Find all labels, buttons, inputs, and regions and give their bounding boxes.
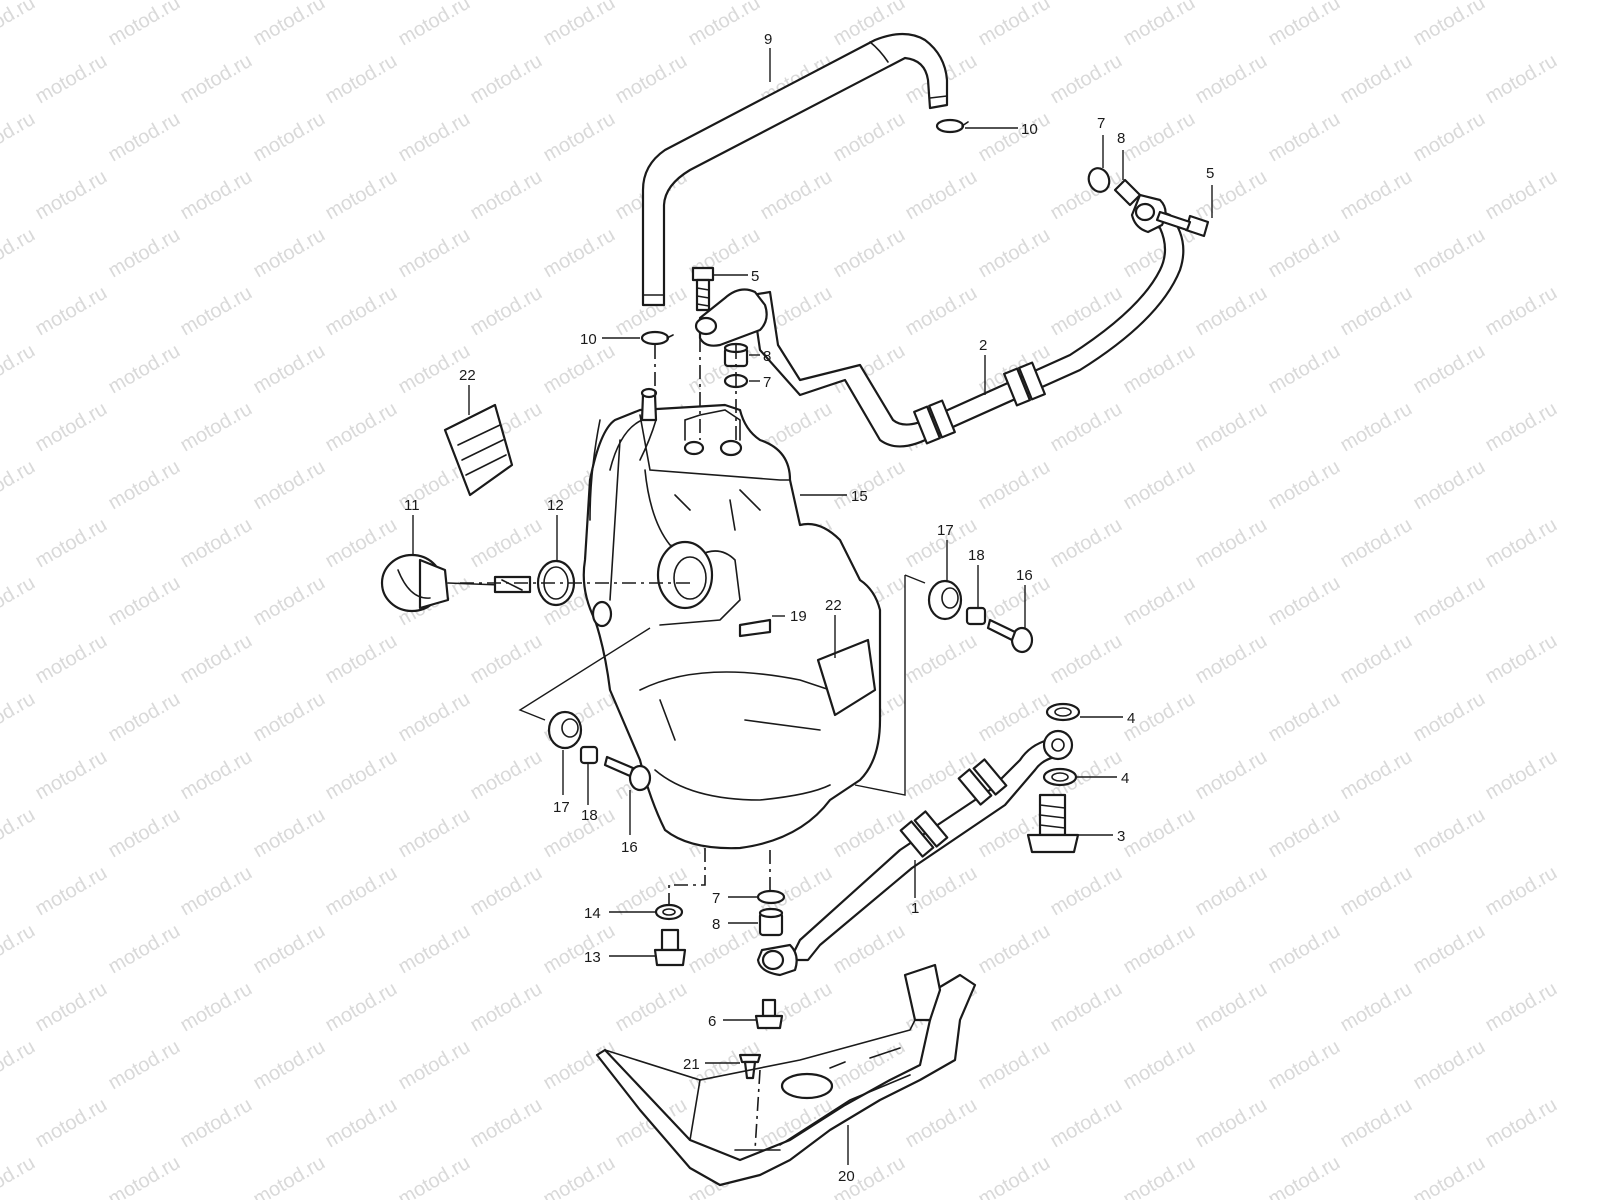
callout-14: 14 [584,905,601,922]
drain-bolt [653,928,687,967]
mount-cushion-right [927,579,963,621]
callout-15: 15 [851,488,868,505]
callout-leaders [412,48,1213,1165]
callout-16-right: 16 [1016,567,1033,584]
callout-18-left: 18 [581,807,598,824]
callout-8-lower: 8 [712,916,720,933]
banjo-fitting-upper-left [694,288,768,347]
fuel-cap [380,553,532,613]
filter-collar-lower [758,907,784,937]
banjo-fitting-upper-right [1130,193,1167,234]
callout-labels: 9 10 7 8 5 5 10 8 7 2 22 15 11 12 17 18 … [404,31,1214,1185]
callout-9: 9 [764,31,772,48]
banjo-bolt-lower [754,998,784,1030]
hose-clamp-upper [935,118,969,134]
push-clip [738,1053,762,1080]
mount-bolt-left [603,755,652,792]
callout-22-loose: 22 [459,367,476,384]
mount-bolt-right [986,618,1034,654]
seal-washer-top-right [1087,167,1111,193]
callout-2: 2 [979,337,987,354]
callout-16-left: 16 [621,839,638,856]
callout-6: 6 [708,1013,716,1030]
callout-20: 20 [838,1168,855,1185]
callout-5-upper: 5 [751,268,759,285]
callout-10-upper: 10 [1021,121,1038,138]
breather-hose [641,32,949,307]
callout-22-tank: 22 [825,597,842,614]
callout-13: 13 [584,949,601,966]
callout-10-lower: 10 [580,331,597,348]
sealing-washer-lower [1042,767,1078,787]
hose-clamp-lower [640,330,674,346]
seal-washer-lower [756,889,786,905]
callout-8-top-right: 8 [1117,130,1125,147]
mount-collar-right [965,606,987,626]
callout-7-lower: 7 [712,890,720,907]
caution-label-loose [443,403,514,497]
callout-4-lower: 4 [1121,770,1129,787]
fuel-tank [582,387,882,850]
mount-cushion-left [547,710,583,750]
callout-5-right: 5 [1206,165,1214,182]
assembly-centerlines [460,338,926,1151]
banjo-fitting-lower [756,943,798,977]
banjo-bolt-upper [691,266,715,312]
callout-7-top-right: 7 [1097,115,1105,132]
fuel-hose-lower [788,738,1057,962]
callout-1: 1 [911,900,919,917]
callout-17-right: 17 [937,522,954,539]
callout-8-upper: 8 [763,348,771,365]
callout-12: 12 [547,497,564,514]
callout-21: 21 [683,1056,700,1073]
banjo-bolt-right [1155,210,1210,238]
callout-7-upper: 7 [763,374,771,391]
mount-collar-left [579,745,599,765]
union-bolt [1026,793,1080,854]
callout-17-left: 17 [553,799,570,816]
tank-under-cover [595,963,977,1187]
callout-4-upper: 4 [1127,710,1135,727]
callout-3: 3 [1117,828,1125,845]
callout-18-right: 18 [968,547,985,564]
callout-19: 19 [790,608,807,625]
callout-11: 11 [404,497,420,514]
filter-collar-top-right [1113,178,1142,207]
sealing-washer-upper [1045,702,1081,722]
drain-washer [654,903,684,921]
fuel-hose-upper [750,205,1185,448]
banjo-eye-lower-right [1042,729,1074,761]
